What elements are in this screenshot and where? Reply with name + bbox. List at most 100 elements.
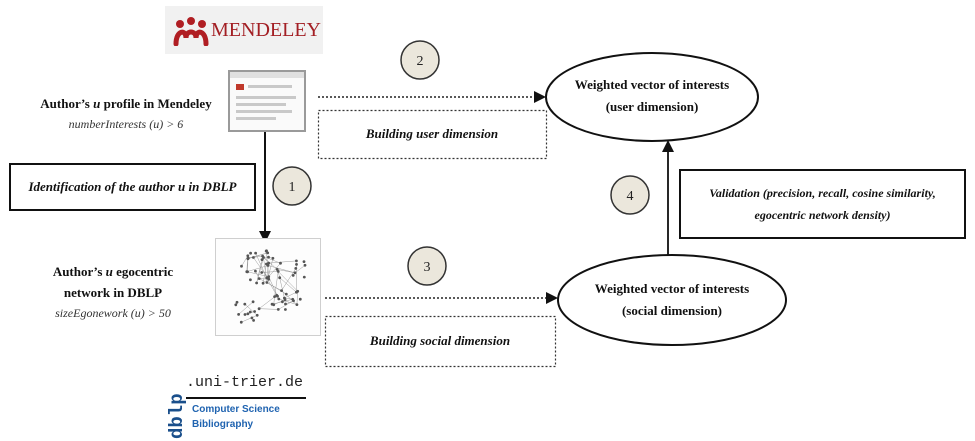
- network-node: [252, 319, 255, 322]
- network-node: [267, 261, 271, 265]
- network-node: [303, 263, 307, 267]
- thumb-text-line: [236, 103, 286, 106]
- network-edge: [284, 297, 293, 300]
- step-1: 1: [272, 166, 312, 206]
- network-node: [255, 281, 258, 285]
- network-node: [298, 297, 302, 301]
- profile-label: Author’s u profile in Mendeley: [20, 93, 232, 114]
- network-edge: [262, 255, 281, 264]
- mendeley-wordmark: MENDELEY: [211, 19, 321, 41]
- profile-label-suffix: profile in Mendeley: [103, 96, 212, 111]
- step-1-circle: [272, 166, 312, 206]
- network-node: [267, 255, 270, 259]
- network-node: [252, 256, 255, 259]
- network-node: [291, 274, 295, 277]
- user-vector-ellipse: [545, 52, 759, 142]
- thumb-header-bar: [230, 72, 304, 78]
- network-node: [277, 297, 281, 301]
- network-node: [267, 277, 271, 281]
- network-label-line-2: network in DBLP: [63, 285, 163, 300]
- step-3: 3: [407, 246, 447, 286]
- mendeley-logo: MENDELEY: [165, 6, 323, 54]
- network-edge: [247, 271, 269, 277]
- network-node: [295, 290, 298, 294]
- social-vector-subtitle: (social dimension): [621, 303, 723, 318]
- dblp-vertical-wordmark: dblp: [166, 393, 188, 439]
- network-condition: sizeEgonework (u) > 50: [55, 306, 171, 320]
- profile-label-prefix: Author’s: [40, 96, 90, 111]
- network-node: [266, 264, 270, 267]
- validation-line-2: egocentric network density): [754, 208, 891, 222]
- network-edge: [278, 271, 298, 292]
- social-dimension-box-label: Building social dimension: [369, 333, 511, 348]
- network-edge: [268, 276, 278, 297]
- network-node: [240, 264, 243, 268]
- network-node: [278, 276, 282, 280]
- network-node: [265, 249, 268, 253]
- network-label-suffix: egocentric: [116, 264, 174, 279]
- thumb-text-line: [248, 85, 292, 88]
- arrowhead-social-vector: [546, 292, 558, 304]
- network-graph-canvas: [234, 249, 307, 324]
- network-node: [246, 270, 249, 274]
- network-node: [257, 307, 261, 311]
- network-node: [253, 310, 256, 313]
- network-node: [283, 296, 286, 300]
- network-node: [302, 260, 306, 263]
- egocentric-network-graph: [215, 238, 321, 336]
- network-edge: [255, 270, 260, 279]
- network-edge: [284, 291, 297, 299]
- network-node: [294, 267, 298, 270]
- network-node: [246, 312, 250, 316]
- network-node: [295, 303, 299, 306]
- network-edge: [268, 263, 281, 277]
- arrowhead-network: [259, 231, 271, 243]
- network-edge: [266, 277, 277, 296]
- network-edge: [246, 265, 269, 272]
- network-edge: [278, 298, 297, 305]
- network-edge: [244, 303, 258, 316]
- network-node: [302, 275, 306, 279]
- identification-box-frame: [9, 163, 256, 211]
- network-label: Author’s u egocentric network in DBLP: [18, 261, 208, 303]
- step-3-number: 3: [424, 260, 431, 275]
- profile-label-variable: u: [93, 96, 101, 111]
- step-3-circle: [407, 246, 447, 286]
- network-node: [280, 289, 283, 292]
- dblp-tagline-line-2: Bibliography: [192, 419, 254, 430]
- social-vector-label: Weighted vector of interests (social dim…: [558, 278, 786, 322]
- profile-condition: numberInterests (u) > 6: [68, 117, 184, 131]
- network-edge: [241, 315, 258, 323]
- network-node: [257, 277, 261, 280]
- validation-box-label: Validation (precision, recall, cosine si…: [680, 182, 965, 226]
- step-1-number: 1: [289, 180, 296, 195]
- network-edge: [296, 291, 298, 305]
- network-node: [260, 258, 264, 261]
- step-4-circle: [610, 175, 650, 215]
- network-edge: [238, 301, 254, 315]
- network-node: [239, 320, 243, 324]
- dblp-logo-rule: [186, 397, 306, 399]
- social-vector-title: Weighted vector of interests: [594, 281, 750, 296]
- network-edge: [267, 265, 296, 274]
- user-dimension-box-frame: [317, 109, 548, 160]
- network-node: [284, 302, 287, 306]
- network-node: [291, 297, 295, 301]
- network-node: [246, 254, 250, 258]
- arrowhead-user-vector-up: [662, 140, 674, 152]
- step-2-circle: [400, 40, 440, 80]
- network-edge: [281, 290, 298, 305]
- network-label-variable: u: [105, 264, 113, 279]
- network-node: [284, 292, 288, 296]
- network-node: [295, 263, 298, 266]
- step-4: 4: [610, 175, 650, 215]
- network-node: [249, 278, 252, 282]
- thumb-text-line: [236, 110, 292, 113]
- network-node: [251, 300, 255, 304]
- network-edge: [279, 277, 297, 293]
- network-node: [249, 251, 252, 255]
- step-2: 2: [400, 40, 440, 80]
- thumb-text-line: [236, 117, 276, 120]
- network-node: [265, 276, 269, 280]
- network-node: [284, 308, 287, 311]
